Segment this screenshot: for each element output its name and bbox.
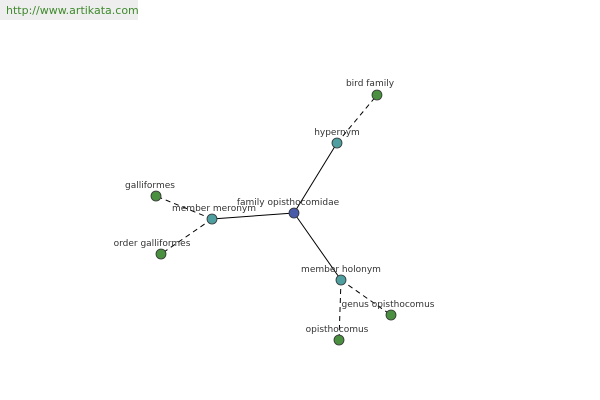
- label-galliformes[interactable]: galliformes: [125, 181, 175, 191]
- node-member-meronym[interactable]: [206, 213, 218, 225]
- node-order-galliformes[interactable]: [155, 248, 167, 260]
- site-url-link[interactable]: http://www.artikata.com: [6, 4, 139, 17]
- edge-center-member-meronym: [211, 212, 295, 220]
- label-genus-opisthocomus[interactable]: genus opisthocomus: [342, 300, 435, 310]
- node-member-holonym[interactable]: [335, 274, 347, 286]
- node-opisthocomus[interactable]: [333, 334, 345, 346]
- node-center[interactable]: [288, 207, 300, 219]
- node-galliformes[interactable]: [150, 190, 162, 202]
- node-genus-opisthocomus[interactable]: [385, 309, 397, 321]
- edge-holonym-genus-opisthocomus: [340, 279, 392, 316]
- edges: [155, 94, 392, 341]
- label-hypernym[interactable]: hypernym: [314, 128, 360, 138]
- label-member-holonym[interactable]: member holonym: [301, 265, 381, 275]
- label-order-galliformes[interactable]: order galliformes: [114, 239, 191, 249]
- label-center[interactable]: family opisthocomidae: [237, 198, 340, 208]
- edge-holonym-opisthocomus: [338, 279, 342, 341]
- label-opisthocomus[interactable]: opisthocomus: [306, 325, 369, 335]
- edge-meronym-order-galliformes: [160, 218, 213, 255]
- label-member-meronym[interactable]: member meronym: [172, 204, 256, 214]
- node-bird-family[interactable]: [371, 89, 383, 101]
- edge-hypernym-bird-family: [336, 94, 378, 144]
- nodes: [150, 89, 397, 346]
- edge-meronym-galliformes: [155, 195, 213, 220]
- node-hypernym[interactable]: [331, 137, 343, 149]
- labels: family opisthocomidae hypernym bird fami…: [114, 79, 435, 335]
- label-bird-family[interactable]: bird family: [346, 79, 395, 89]
- edge-center-hypernym: [293, 142, 338, 214]
- url-banner: http://www.artikata.com: [0, 0, 139, 20]
- edge-center-member-holonym: [293, 212, 342, 281]
